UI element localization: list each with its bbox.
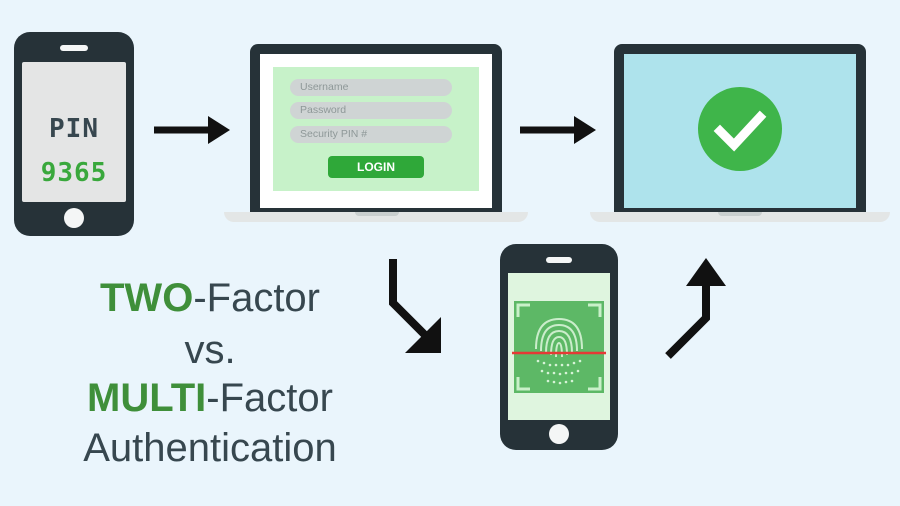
biometric-phone <box>500 244 618 450</box>
title-authentication: Authentication <box>83 426 337 470</box>
arrow-down-right-icon <box>389 259 441 353</box>
arrow-right-icon <box>154 116 230 144</box>
title-line-two-factor: TWO-Factor <box>20 274 400 322</box>
username-field[interactable]: Username <box>290 79 452 96</box>
title-multi-rest: -Factor <box>206 376 333 420</box>
title-line-multi-factor: MULTI-Factor <box>20 374 400 422</box>
security-pin-field[interactable]: Security PIN # <box>290 126 452 143</box>
title-vs: vs. <box>184 328 236 372</box>
title-two-rest: -Factor <box>193 276 320 320</box>
login-button[interactable]: LOGIN <box>328 156 424 178</box>
biometric-phone-screen <box>508 273 610 420</box>
pin-phone-screen: PIN 9365 <box>22 62 126 202</box>
laptop-base <box>224 212 528 222</box>
title-two: TWO <box>100 276 194 320</box>
password-field[interactable]: Password <box>290 102 452 119</box>
pin-code: 9365 <box>40 158 108 188</box>
arrow-up-right-icon <box>665 258 726 359</box>
checkmark-icon <box>698 87 782 171</box>
fingerprint-icon <box>512 301 606 393</box>
pin-phone: PIN 9365 <box>14 32 134 236</box>
pin-label: PIN <box>49 114 99 144</box>
laptop-notch <box>355 212 399 216</box>
arrow-right-icon <box>520 116 596 144</box>
title-multi: MULTI <box>87 376 207 420</box>
phone-speaker <box>60 45 88 51</box>
laptop-base <box>590 212 890 222</box>
phone-speaker <box>546 257 572 263</box>
phone-home-button <box>549 424 569 444</box>
laptop-notch <box>718 212 762 216</box>
phone-home-button <box>64 208 84 228</box>
